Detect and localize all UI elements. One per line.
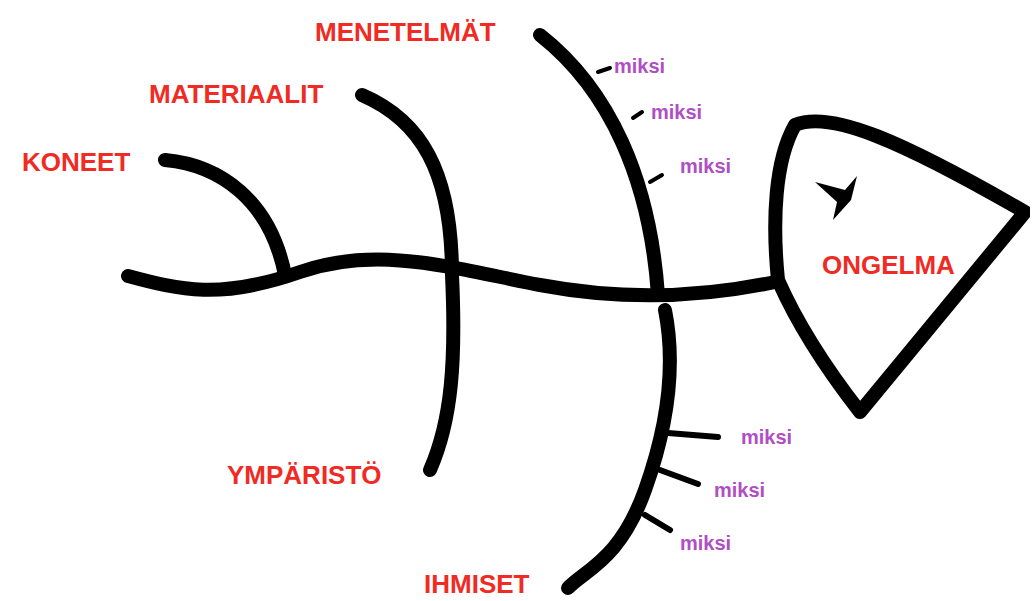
why-label: miksi [614, 55, 665, 77]
tick [598, 68, 610, 72]
tick [668, 433, 718, 437]
bone [165, 160, 285, 275]
why-label: miksi [741, 426, 792, 448]
why-label: miksi [680, 532, 731, 554]
fish-head: ONGELMA [757, 100, 1030, 425]
tick [660, 470, 698, 484]
tick [645, 515, 670, 530]
category-label: YMPÄRISTÖ [227, 461, 382, 490]
tick [633, 112, 642, 118]
why-label: miksi [651, 101, 702, 123]
why-label: miksi [680, 155, 731, 177]
problem-label: ONGELMA [822, 251, 955, 280]
category-label: MATERIAALIT [149, 80, 323, 109]
why-label: miksi [714, 479, 765, 501]
category-label: KONEET [22, 148, 130, 177]
category-label: MENETELMÄT [315, 18, 496, 47]
head-outline-path [775, 121, 1025, 412]
bone [568, 310, 670, 588]
category-label: IHMISET [424, 570, 529, 599]
fish-eye [815, 176, 857, 220]
bone [362, 95, 453, 470]
tick [650, 175, 662, 182]
